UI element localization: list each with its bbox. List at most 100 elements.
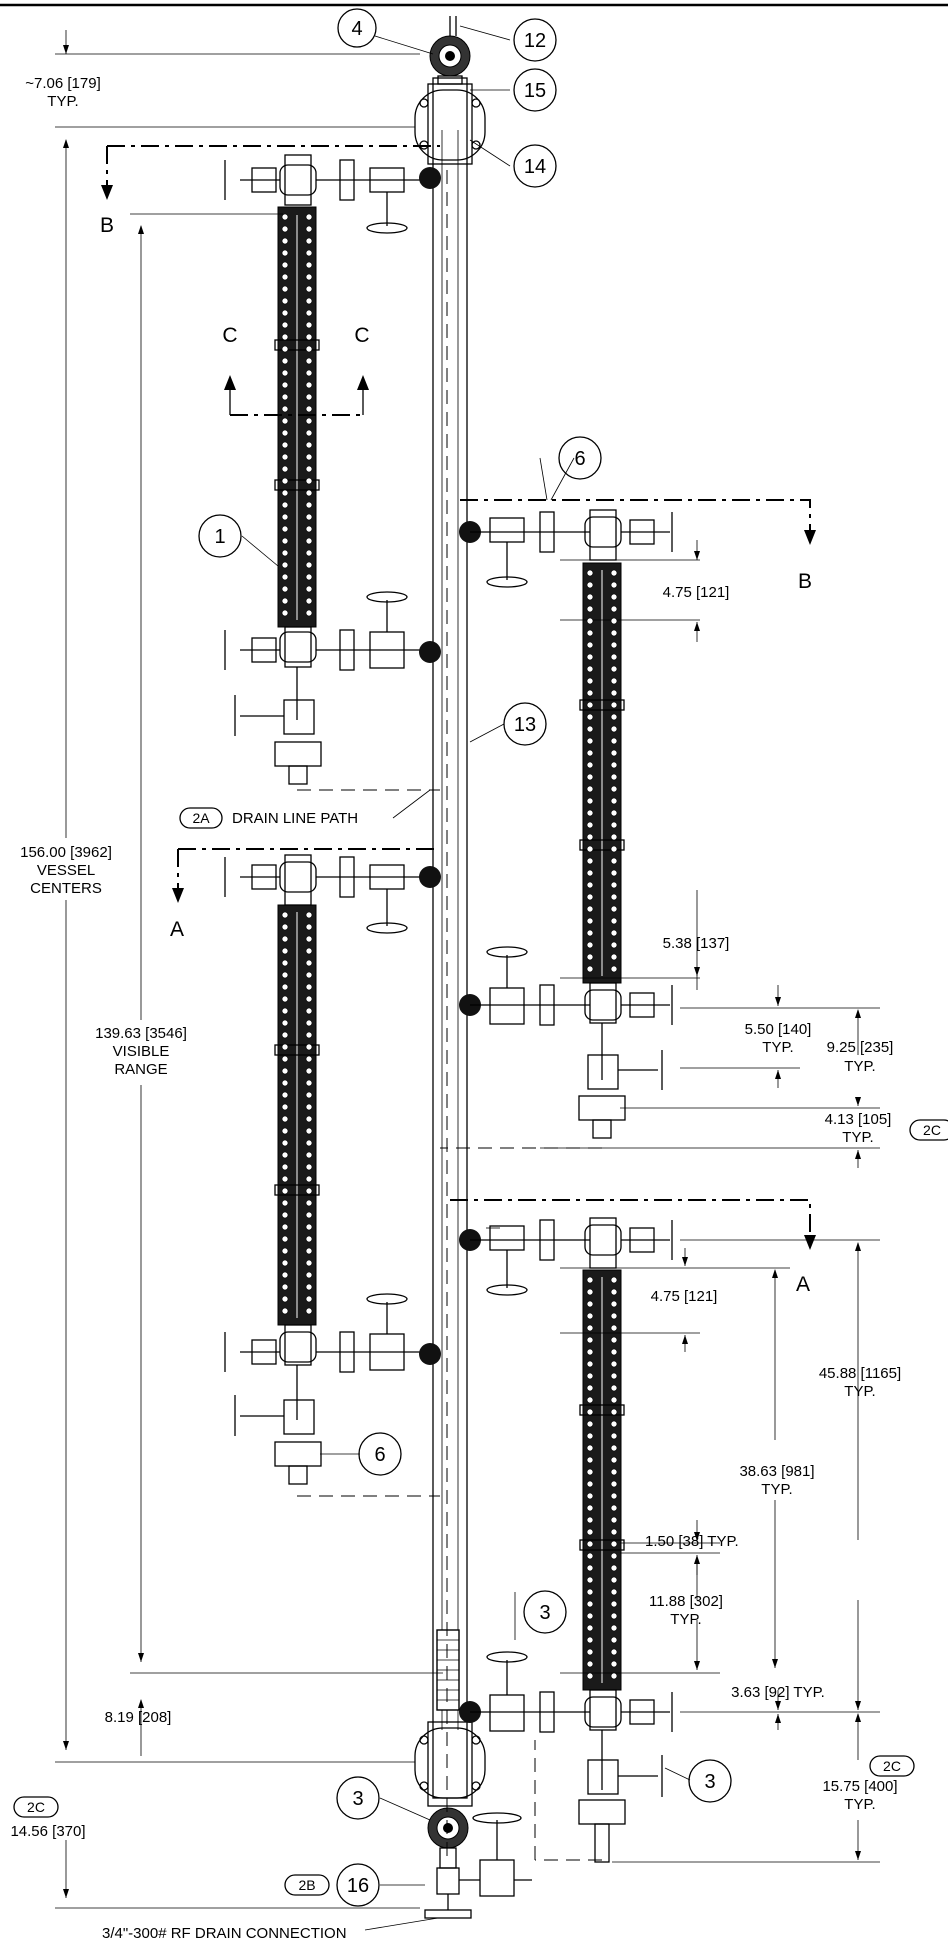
- bolt-hole: [305, 537, 313, 545]
- bolt-hole: [281, 1295, 289, 1303]
- svg-text:CENTERS: CENTERS: [30, 880, 102, 897]
- bolt-hole: [281, 597, 289, 605]
- bolt-hole: [610, 1384, 618, 1392]
- bolt-hole: [305, 369, 313, 377]
- bolt-hole: [281, 1055, 289, 1063]
- section-letter-b-right: B: [798, 570, 812, 593]
- svg-text:TYP.: TYP.: [761, 1481, 792, 1498]
- dim-38-63: 38.63 [981] TYP.: [739, 1463, 814, 1498]
- svg-text:139.63 [3546]: 139.63 [3546]: [95, 1025, 187, 1042]
- bolt-hole: [586, 1312, 594, 1320]
- dim-45-88: 45.88 [1165] TYP.: [819, 1365, 901, 1400]
- bolt-hole: [281, 309, 289, 317]
- bolt-hole: [305, 923, 313, 931]
- bolt-hole: [586, 1480, 594, 1488]
- bolt-hole: [281, 923, 289, 931]
- bolt-hole: [305, 1019, 313, 1027]
- bolt-hole: [281, 273, 289, 281]
- bolt-hole: [305, 1043, 313, 1051]
- bolt-hole: [610, 1564, 618, 1572]
- bolt-hole: [281, 405, 289, 413]
- bolt-hole: [305, 1223, 313, 1231]
- dim-3-63: 3.63 [92] TYP.: [731, 1684, 825, 1701]
- bolt-hole: [586, 845, 594, 853]
- bolt-hole: [305, 1247, 313, 1255]
- bolt-hole: [610, 665, 618, 673]
- balloon-1: 1: [198, 514, 242, 558]
- bolt-hole: [586, 593, 594, 601]
- bolt-hole: [305, 935, 313, 943]
- bolt-hole: [305, 1007, 313, 1015]
- bolt-hole: [586, 965, 594, 973]
- bolt-hole: [281, 1163, 289, 1171]
- bolt-hole: [281, 453, 289, 461]
- bolt-hole: [610, 1360, 618, 1368]
- bolt-hole: [586, 749, 594, 757]
- bolt-hole: [586, 1396, 594, 1404]
- dim-vessel-centers: 156.00 [3962] VESSEL CENTERS: [20, 844, 112, 897]
- svg-text:15: 15: [524, 80, 546, 102]
- bolt-hole: [610, 1576, 618, 1584]
- svg-text:5.50 [140]: 5.50 [140]: [745, 1021, 812, 1038]
- dim-4-13: 4.13 [105] TYP.: [825, 1111, 892, 1146]
- bolt-hole: [305, 983, 313, 991]
- bolt-hole: [610, 617, 618, 625]
- bolt-hole: [305, 285, 313, 293]
- bolt-hole: [610, 605, 618, 613]
- svg-text:TYP.: TYP.: [670, 1611, 701, 1628]
- bolt-hole: [305, 429, 313, 437]
- dim-5-50: 5.50 [140] TYP.: [745, 1021, 812, 1056]
- bolt-hole: [586, 1444, 594, 1452]
- bolt-hole: [610, 821, 618, 829]
- svg-text:RANGE: RANGE: [114, 1061, 167, 1078]
- bolt-hole: [610, 1672, 618, 1680]
- bolt-hole: [610, 1468, 618, 1476]
- bolt-hole: [610, 1636, 618, 1644]
- bolt-hole: [610, 1396, 618, 1404]
- bolt-hole: [586, 713, 594, 721]
- dim-1-50: 1.50 [38] TYP.: [645, 1533, 739, 1550]
- bolt-hole: [281, 971, 289, 979]
- bolt-hole: [281, 285, 289, 293]
- bolt-hole: [610, 845, 618, 853]
- bolt-hole: [281, 429, 289, 437]
- svg-text:2B: 2B: [298, 1877, 315, 1893]
- bolt-hole: [586, 761, 594, 769]
- gauge-lower-left: [224, 854, 441, 1485]
- bolt-hole: [281, 321, 289, 329]
- bolt-hole: [281, 947, 289, 955]
- svg-text:38.63 [981]: 38.63 [981]: [739, 1463, 814, 1480]
- bolt-hole: [281, 333, 289, 341]
- bolt-hole: [610, 701, 618, 709]
- bolt-hole: [610, 1336, 618, 1344]
- bolt-hole: [305, 297, 313, 305]
- leader-lines: [241, 25, 691, 1931]
- bolt-hole: [610, 761, 618, 769]
- bolt-hole: [281, 369, 289, 377]
- svg-text:VESSEL: VESSEL: [37, 862, 95, 879]
- bolt-hole: [586, 1660, 594, 1668]
- section-letter-a-right: A: [796, 1273, 810, 1296]
- bolt-hole: [586, 821, 594, 829]
- bolt-hole: [305, 1079, 313, 1087]
- bolt-hole: [586, 1300, 594, 1308]
- bolt-hole: [586, 1636, 594, 1644]
- bolt-hole: [586, 629, 594, 637]
- bolt-hole: [305, 573, 313, 581]
- bolt-hole: [610, 1480, 618, 1488]
- bolt-hole: [586, 1564, 594, 1572]
- dim-bottom-offset: 8.19 [208]: [105, 1709, 172, 1726]
- svg-text:2A: 2A: [192, 810, 210, 826]
- bolt-hole: [610, 593, 618, 601]
- bolt-hole: [586, 641, 594, 649]
- bolt-hole: [281, 1091, 289, 1099]
- svg-text:3: 3: [352, 1788, 363, 1810]
- bolt-hole: [281, 489, 289, 497]
- bolt-hole: [610, 785, 618, 793]
- svg-text:16: 16: [347, 1875, 369, 1897]
- bolt-hole: [281, 297, 289, 305]
- bolt-hole: [305, 1127, 313, 1135]
- bolt-hole: [610, 725, 618, 733]
- bolt-hole: [281, 1247, 289, 1255]
- svg-text:3: 3: [539, 1602, 550, 1624]
